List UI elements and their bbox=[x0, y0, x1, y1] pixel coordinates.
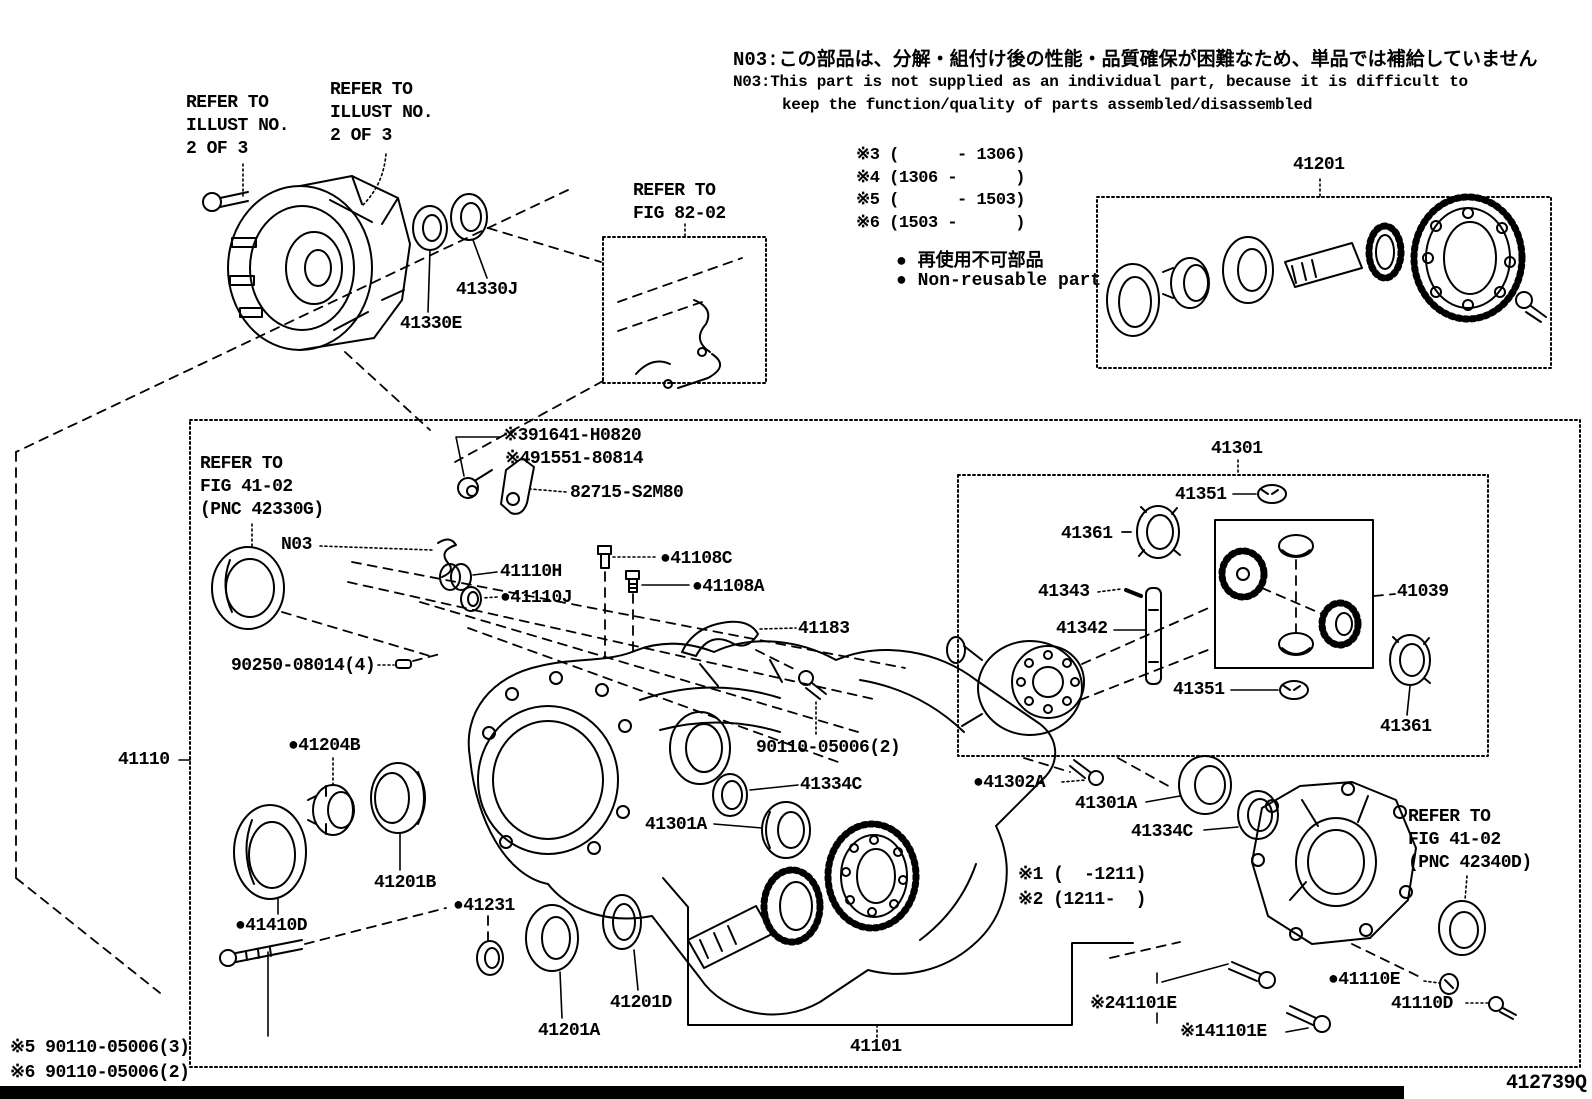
bolt-90110-2-illustration bbox=[798, 670, 827, 737]
part-label-41101E-1: ※141101E bbox=[1180, 1022, 1267, 1042]
part-label-41351-upper: 41351 bbox=[1175, 485, 1227, 505]
part-label-41201: 41201 bbox=[1293, 155, 1345, 175]
nut-41204b-illustration bbox=[307, 757, 355, 836]
part-label-41410D: ●41410D bbox=[235, 916, 308, 936]
part-label-41110: 41110 bbox=[118, 750, 170, 770]
part-label-41342: 41342 bbox=[1056, 619, 1108, 639]
part-label-90250-08014-4: 90250-08014(4) bbox=[231, 656, 376, 676]
part-label-41301A-left: 41301A bbox=[645, 815, 707, 835]
construction-dashed-lines bbox=[15, 189, 906, 994]
plug-41110e-illustration bbox=[1351, 943, 1459, 995]
part-label-41110D: 41110D bbox=[1391, 994, 1453, 1014]
part-label-82715-S2M80: 82715-S2M80 bbox=[570, 483, 684, 503]
note-n03-english-line2: keep the function/quality of parts assem… bbox=[782, 96, 1313, 114]
part-label-41204B: ●41204B bbox=[288, 736, 361, 756]
drive-gear-kit-illustration bbox=[1106, 193, 1547, 337]
bearing-41201a-illustration bbox=[525, 904, 579, 1019]
seal-42330g-illustration bbox=[211, 523, 285, 630]
pinion-shaft-illustration bbox=[687, 866, 824, 969]
part-label-41330E: 41330E bbox=[400, 314, 462, 334]
part-label-90110-05006-3: ※5 90110-05006(3) bbox=[10, 1038, 190, 1058]
part-label-41101E-2: ※241101E bbox=[1090, 994, 1177, 1014]
ring-gear-illustration bbox=[824, 820, 920, 932]
part-label-41334C-right: 41334C bbox=[1131, 822, 1193, 842]
bolt-91641-illustration bbox=[455, 436, 501, 499]
ring-41330E bbox=[412, 205, 448, 313]
part-label-41201A: 41201A bbox=[538, 1021, 600, 1041]
note-n03-japanese: N03:この部品は、分解・組付け後の性能・品質確保が困難なため、単品では補給して… bbox=[733, 49, 1538, 71]
legend-non-reusable-jp: ● 再使用不可部品 bbox=[896, 252, 1044, 272]
applicability-date-codes: ※3 ( - 1306)※4 (1306 - )※5 ( - 1503)※6 (… bbox=[856, 146, 1025, 233]
part-label-41351-lower: 41351 bbox=[1173, 680, 1225, 700]
bolt-41302a-illustration bbox=[1023, 757, 1104, 786]
part-label-41101: 41101 bbox=[850, 1037, 902, 1057]
bracket-82715-illustration bbox=[500, 457, 567, 515]
main-assembly-box bbox=[178, 419, 1581, 1068]
part-label-41201D: 41201D bbox=[610, 993, 672, 1013]
diagram-code: 412739Q bbox=[1506, 1072, 1587, 1095]
part-label-41302A: ●41302A bbox=[973, 773, 1046, 793]
ring-41334c-left-illustration bbox=[712, 773, 799, 817]
rear-cover-illustration bbox=[1251, 781, 1486, 956]
box-41201 bbox=[1096, 178, 1552, 369]
race-41201d-illustration bbox=[602, 894, 642, 991]
part-label-41108C: ●41108C bbox=[660, 549, 733, 569]
breather-41183-illustration bbox=[681, 620, 797, 671]
bearing-41301a-right-illustration bbox=[1117, 755, 1232, 815]
part-label-41301A-right: 41301A bbox=[1075, 794, 1137, 814]
bolt-90110-56-illustration bbox=[219, 939, 303, 1037]
bushing-41110h-illustration bbox=[439, 563, 498, 591]
part-label-41334C-left: 41334C bbox=[800, 775, 862, 795]
part-label-41361-lower: 41361 bbox=[1380, 717, 1432, 737]
part-label-41231: ●41231 bbox=[453, 896, 515, 916]
part-label-41201B: 41201B bbox=[374, 873, 436, 893]
part-label-41361-upper: 41361 bbox=[1061, 524, 1113, 544]
legend-non-reusable-en: ● Non-reusable part bbox=[896, 271, 1102, 291]
part-label-note-1: ※1 ( -1211) bbox=[1018, 865, 1146, 885]
part-label-note-2: ※2 (1211- ) bbox=[1018, 890, 1146, 910]
stud-90250-illustration bbox=[377, 653, 441, 669]
part-label-41183: 41183 bbox=[798, 619, 850, 639]
bearing-41301a-left-illustration bbox=[713, 801, 811, 859]
seal-41410d-illustration bbox=[233, 804, 307, 915]
part-label-41110E: ●41110E bbox=[1328, 970, 1401, 990]
part-label-N03: N03 bbox=[281, 535, 312, 555]
bolt-41101e-2-illustration bbox=[1109, 941, 1276, 1024]
part-label-41301: 41301 bbox=[1211, 439, 1263, 459]
plug-41108c-illustration bbox=[597, 545, 658, 659]
part-label-90110-05006-2: 90110-05006(2) bbox=[756, 738, 901, 758]
box-41301 bbox=[957, 459, 1489, 757]
note-n03-english-line1: N03:This part is not supplied as an indi… bbox=[733, 73, 1468, 91]
plug-41108a-illustration bbox=[625, 570, 690, 659]
coupling-housing-illustration bbox=[202, 153, 411, 351]
box-fig-82-02 bbox=[602, 223, 767, 384]
part-label-90110-05006-2b: ※6 90110-05006(2) bbox=[10, 1063, 190, 1083]
breather-hose-illustration bbox=[617, 257, 743, 389]
ring-41110j-illustration bbox=[460, 586, 498, 612]
ring-41334c-right-illustration bbox=[1203, 790, 1279, 840]
part-label-41110H: 41110H bbox=[500, 562, 562, 582]
part-label-41039: 41039 bbox=[1397, 582, 1449, 602]
part-label-41110J: ●41110J bbox=[500, 588, 573, 608]
ring-41330J bbox=[450, 193, 488, 279]
part-label-91551-80814: ※491551-80814 bbox=[505, 449, 644, 469]
part-label-41330J: 41330J bbox=[456, 280, 518, 300]
bolt-41101e-1-illustration bbox=[1285, 1005, 1331, 1033]
ring-41231-illustration bbox=[476, 915, 504, 976]
bearing-41201b-illustration bbox=[370, 762, 426, 871]
part-label-41108A: ●41108A bbox=[692, 577, 765, 597]
diff-case-kit-illustration bbox=[946, 484, 1431, 736]
n03-clip-illustration bbox=[319, 538, 457, 578]
part-label-91641-H0820: ※391641-H0820 bbox=[503, 426, 642, 446]
bottom-bar bbox=[0, 1086, 1404, 1099]
carrier-housing-illustration bbox=[467, 640, 1057, 1016]
part-label-41343: 41343 bbox=[1038, 582, 1090, 602]
bolt-41110d-illustration bbox=[1465, 996, 1517, 1020]
